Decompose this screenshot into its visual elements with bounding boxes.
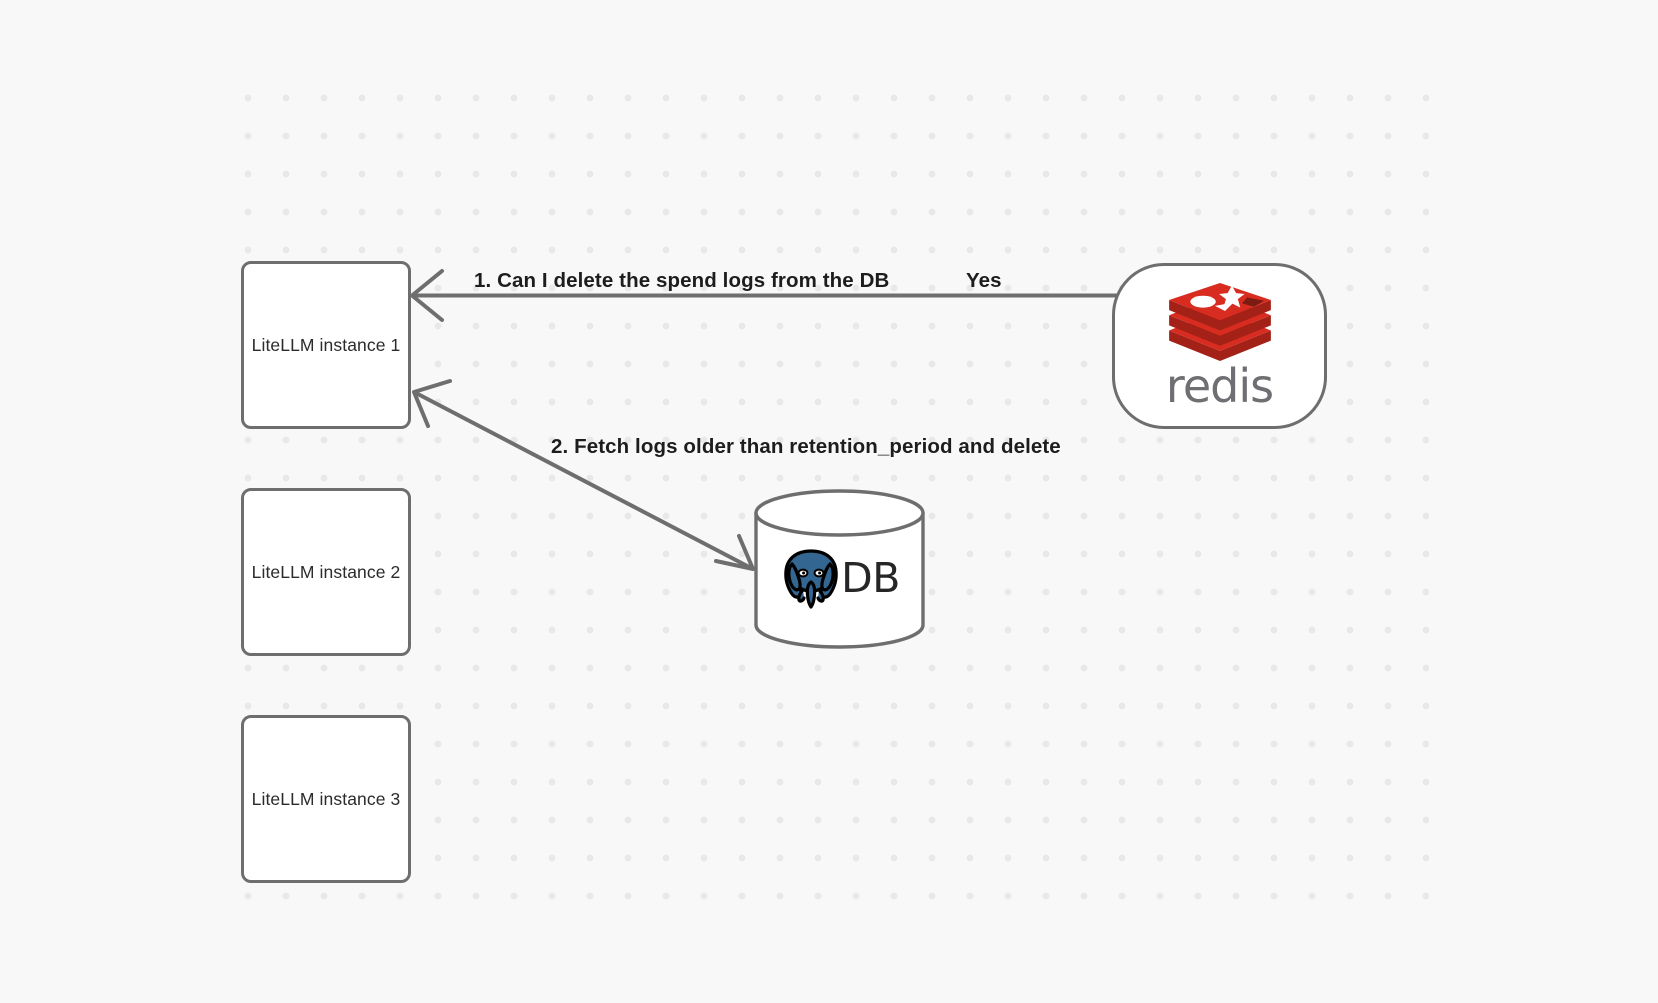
- redis-wordmark: redis: [1165, 359, 1274, 413]
- node-postgres-db[interactable]: DB: [753, 489, 926, 649]
- node-label: LiteLLM instance 3: [251, 788, 401, 809]
- node-litellm-instance-1[interactable]: LiteLLM instance 1: [241, 261, 411, 429]
- db-node-contents: DB: [753, 533, 926, 623]
- node-redis[interactable]: redis: [1112, 263, 1327, 429]
- postgresql-elephant-icon: [784, 549, 838, 609]
- db-cylinder-shape: [754, 489, 925, 649]
- node-label: LiteLLM instance 2: [251, 561, 401, 582]
- node-litellm-instance-2[interactable]: LiteLLM instance 2: [241, 488, 411, 656]
- arrowhead-upleft-icon: [412, 379, 452, 428]
- arrowhead-left-icon: [410, 269, 444, 322]
- edge-db-fetch-delete[interactable]: [412, 379, 755, 571]
- db-label: DB: [841, 553, 900, 602]
- edge-label-step-2: 2. Fetch logs older than retention_perio…: [551, 435, 1061, 458]
- edge-line: [413, 390, 754, 571]
- arrowhead-downright-icon: [714, 534, 755, 571]
- node-label: LiteLLM instance 1: [251, 334, 401, 355]
- edge-label-step-1-answer: Yes: [966, 269, 1002, 292]
- edge-label-step-1: 1. Can I delete the spend logs from the …: [474, 269, 890, 292]
- redis-stack-icon: [1168, 283, 1271, 361]
- node-litellm-instance-3[interactable]: LiteLLM instance 3: [241, 715, 411, 883]
